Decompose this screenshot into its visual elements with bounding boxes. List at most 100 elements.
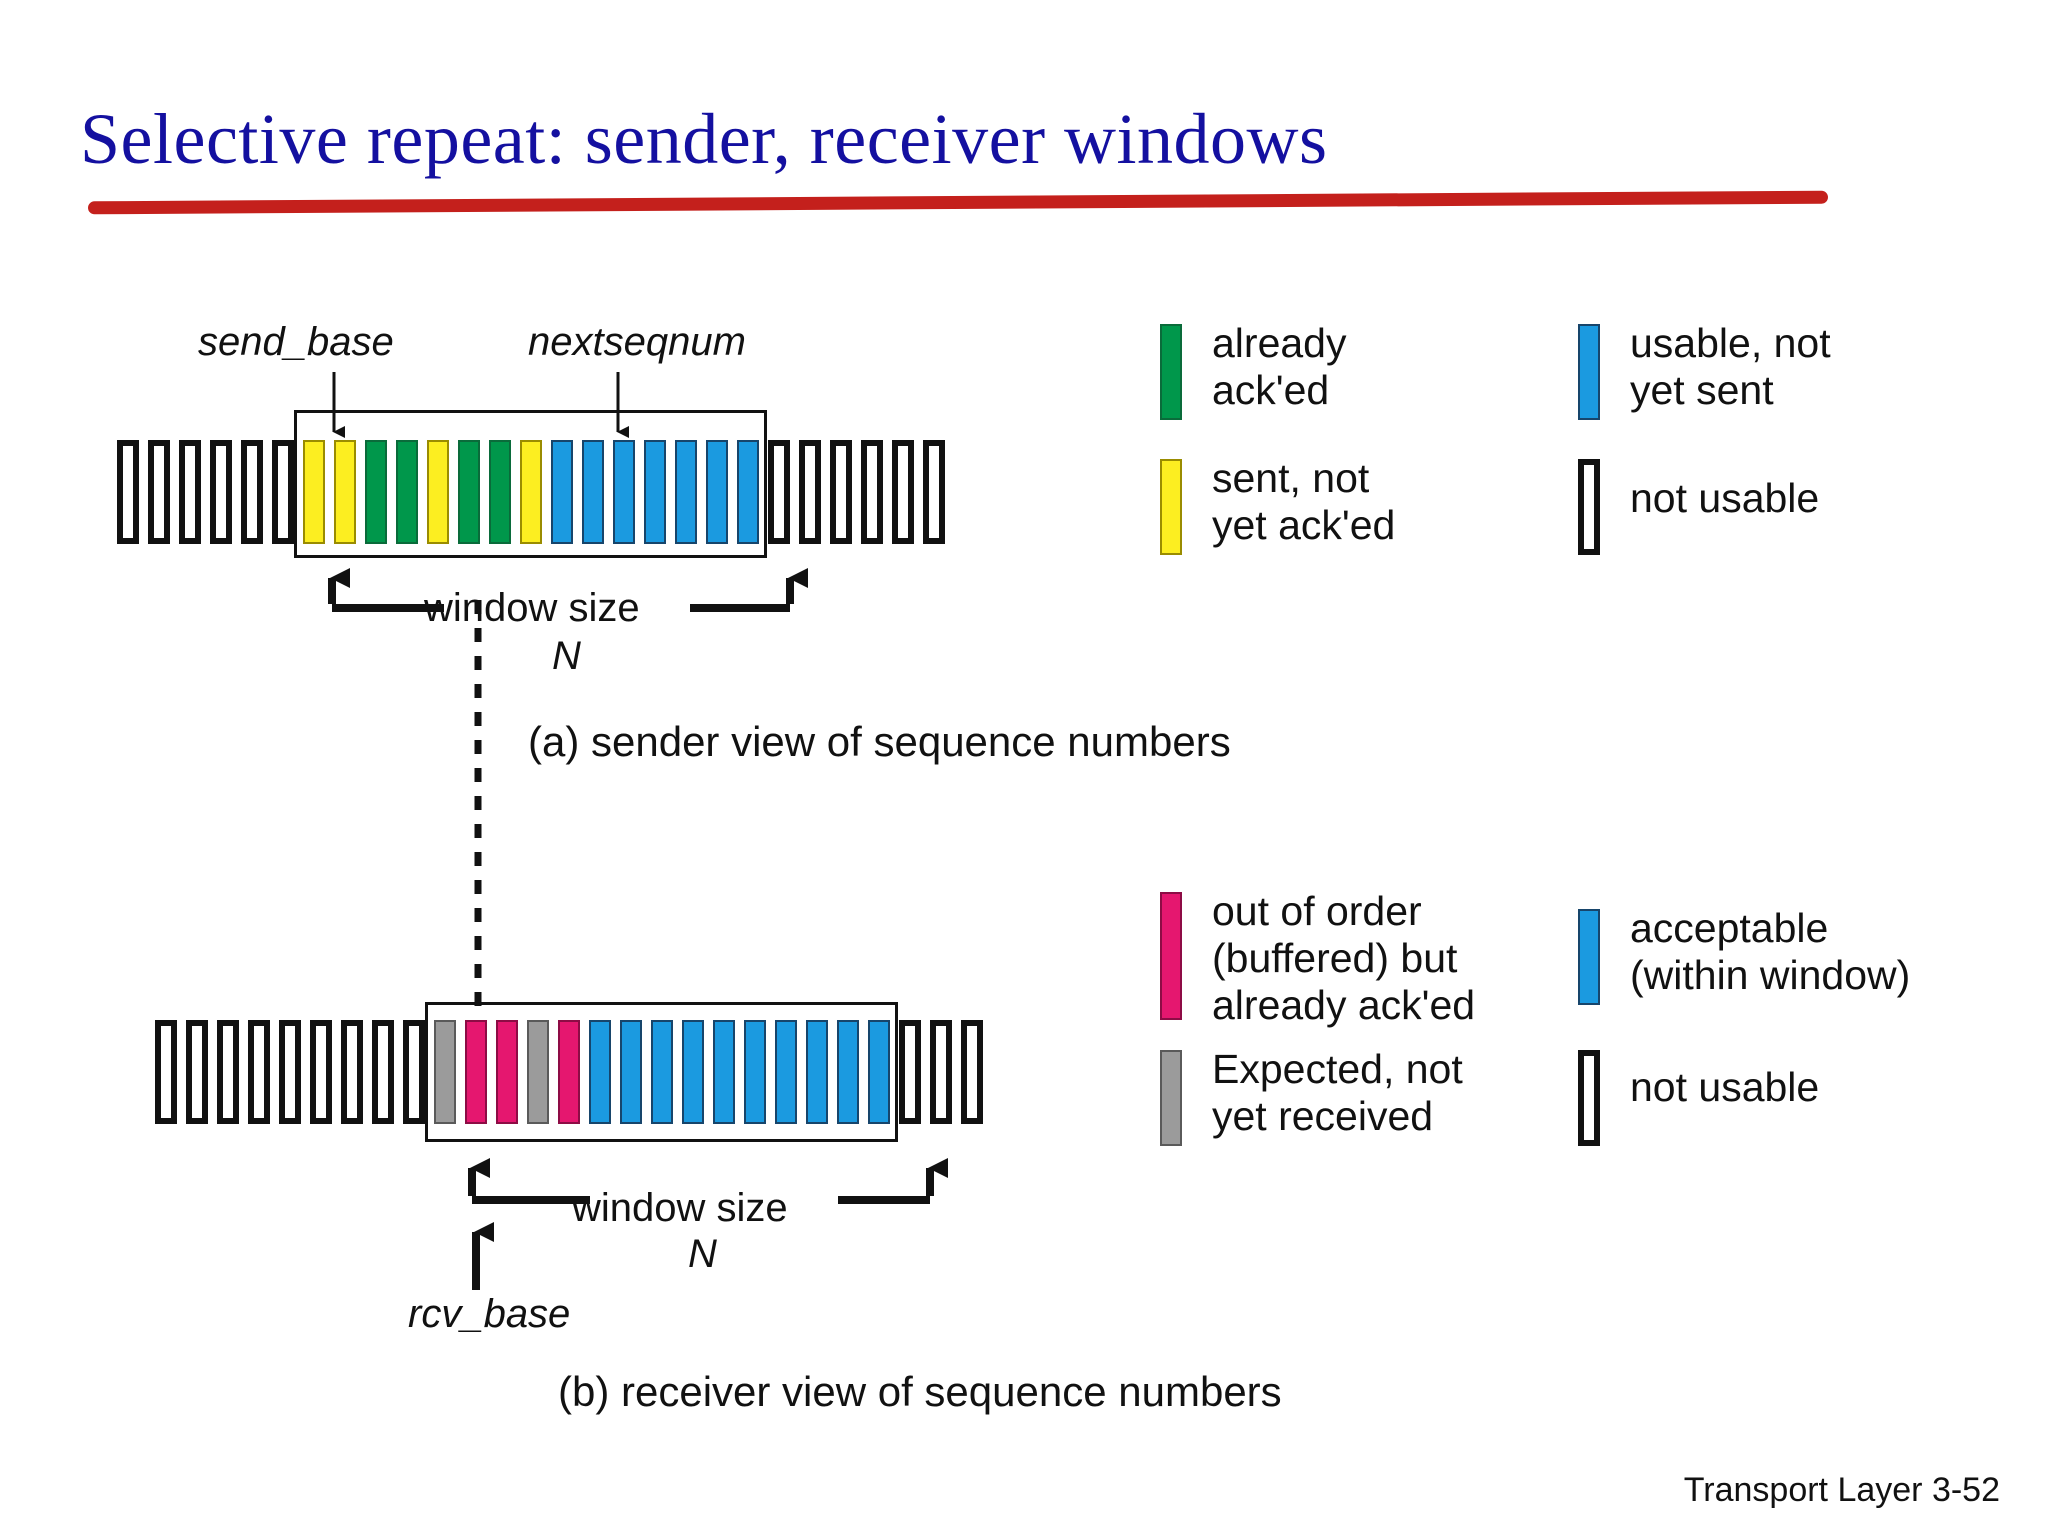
sequence-bar-empty: [340, 1020, 363, 1124]
legend-swatch-yellow: [1160, 459, 1182, 555]
sequence-bar-blue: [550, 440, 573, 544]
sequence-bar-empty: [402, 1020, 425, 1124]
title-underline-decoration: [87, 190, 1829, 215]
legend-item-sent-not-yet-acked: sent, not yet ack'ed: [1160, 455, 1490, 555]
sequence-cell: [453, 440, 484, 544]
sequence-bar-blue: [681, 1020, 704, 1124]
receiver-caption: (b) receiver view of sequence numbers: [558, 1368, 1282, 1415]
sequence-cell: [918, 440, 949, 544]
nextseqnum-label: nextseqnum: [528, 320, 746, 364]
sequence-cell: [391, 440, 422, 544]
sequence-bar-empty: [154, 1020, 177, 1124]
sequence-bar-empty: [185, 1020, 208, 1124]
sequence-bar-blue: [774, 1020, 797, 1124]
sequence-bar-blue: [643, 440, 666, 544]
sequence-bar-blue: [743, 1020, 766, 1124]
receiver-window-frame: [425, 1002, 898, 1142]
sequence-bar-empty: [922, 440, 945, 544]
sequence-cell: [212, 1020, 243, 1124]
rcv-base-label: rcv_base: [408, 1292, 571, 1336]
sequence-cell: [236, 440, 267, 544]
legend-item-acceptable-within-window: acceptable (within window): [1578, 905, 2018, 1005]
sequence-bar-empty: [247, 1020, 270, 1124]
sender-sequence-strip: [112, 440, 949, 544]
sequence-bar-empty: [829, 440, 852, 544]
sequence-cell: [112, 440, 143, 544]
sequence-cell: [739, 1020, 770, 1124]
sender-window-size-n: N: [552, 634, 581, 678]
sequence-cell: [577, 440, 608, 544]
legend-swatch-green: [1160, 324, 1182, 420]
legend-label: acceptable (within window): [1630, 905, 1911, 998]
sequence-cell: [150, 1020, 181, 1124]
sequence-bar-empty: [929, 1020, 952, 1124]
legend-item-usable-not-yet-sent: usable, not yet sent: [1578, 320, 1998, 420]
sequence-bar-magenta: [464, 1020, 487, 1124]
legend-swatch-empty: [1578, 1050, 1600, 1146]
sequence-bar-blue: [581, 440, 604, 544]
sequence-cell: [825, 440, 856, 544]
sequence-cell: [584, 1020, 615, 1124]
sequence-bar-blue: [674, 440, 697, 544]
sequence-bar-empty: [147, 440, 170, 544]
legend-label: not usable: [1630, 475, 1820, 521]
legend-label: usable, not yet sent: [1630, 320, 1831, 413]
sequence-bar-blue: [612, 440, 635, 544]
page-title: Selective repeat: sender, receiver windo…: [80, 99, 1328, 179]
sequence-bar-blue: [867, 1020, 890, 1124]
legend-label: already ack'ed: [1212, 320, 1347, 413]
sequence-bar-empty: [371, 1020, 394, 1124]
sequence-cell: [894, 1020, 925, 1124]
legend-item-out-of-order-buffered: out of order (buffered) but already ack'…: [1160, 888, 1560, 1029]
sequence-bar-yellow: [426, 440, 449, 544]
sequence-cell: [460, 1020, 491, 1124]
sequence-bar-gray: [433, 1020, 456, 1124]
legend-item-not-usable-receiver: not usable: [1578, 1046, 2018, 1146]
sequence-cell: [856, 440, 887, 544]
sequence-cell: [367, 1020, 398, 1124]
sequence-cell: [546, 440, 577, 544]
sequence-cell: [677, 1020, 708, 1124]
sequence-cell: [646, 1020, 677, 1124]
legend-swatch-blue: [1578, 909, 1600, 1005]
sequence-cell: [429, 1020, 460, 1124]
legend-item-already-acked: already ack'ed: [1160, 320, 1490, 420]
sequence-bar-yellow: [302, 440, 325, 544]
sequence-cell: [298, 440, 329, 544]
sequence-bar-yellow: [519, 440, 542, 544]
sequence-bar-empty: [216, 1020, 239, 1124]
sequence-bar-blue: [736, 440, 759, 544]
sequence-cell: [708, 1020, 739, 1124]
legend-swatch-magenta: [1160, 892, 1182, 1020]
receiver-sequence-strip: [150, 1020, 987, 1124]
sequence-cell: [701, 440, 732, 544]
sequence-cell: [608, 440, 639, 544]
sequence-cell: [887, 440, 918, 544]
sequence-bar-green: [364, 440, 387, 544]
sequence-cell: [832, 1020, 863, 1124]
sequence-cell: [670, 440, 701, 544]
sequence-cell: [360, 440, 391, 544]
sequence-bar-blue: [805, 1020, 828, 1124]
sequence-cell: [515, 440, 546, 544]
send-base-label: send_base: [198, 320, 394, 364]
sequence-cell: [522, 1020, 553, 1124]
sequence-bar-blue: [650, 1020, 673, 1124]
sequence-bar-blue: [619, 1020, 642, 1124]
receiver-window-size-n: N: [688, 1232, 717, 1276]
legend-label: not usable: [1630, 1064, 1820, 1110]
sequence-cell: [732, 440, 763, 544]
sequence-cell: [639, 440, 670, 544]
sender-caption: (a) sender view of sequence numbers: [528, 718, 1231, 765]
sequence-cell: [615, 1020, 646, 1124]
sequence-bar-empty: [209, 440, 232, 544]
sequence-cell: [181, 1020, 212, 1124]
sequence-cell: [398, 1020, 429, 1124]
legend-item-not-usable-sender: not usable: [1578, 455, 1998, 555]
legend-label: out of order (buffered) but already ack'…: [1212, 888, 1476, 1028]
sequence-bar-green: [395, 440, 418, 544]
sequence-cell: [143, 440, 174, 544]
sequence-bar-green: [488, 440, 511, 544]
footer-text: Transport Layer 3-52: [1683, 1471, 2000, 1509]
sequence-cell: [174, 440, 205, 544]
